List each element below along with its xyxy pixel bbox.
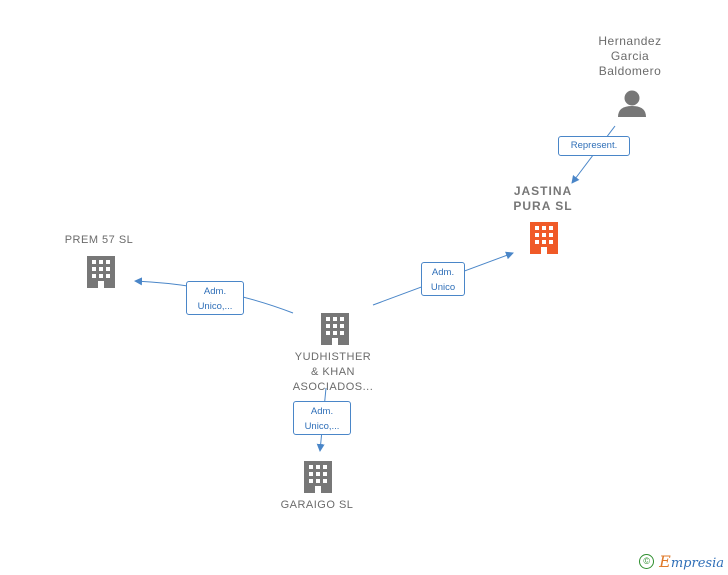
building-icon-prem[interactable]	[87, 256, 115, 288]
edge-label-adm-prem[interactable]: Adm. Unico,...	[186, 281, 244, 315]
node-label-jastina[interactable]: JASTINA PURA SL	[513, 184, 573, 213]
building-icon-garaigo[interactable]	[304, 461, 332, 493]
edge-label-adm-jastina[interactable]: Adm. Unico	[421, 262, 465, 296]
edge-label-represent[interactable]: Represent.	[558, 136, 630, 156]
node-label-yudhisther[interactable]: YUDHISTHER & KHAN ASOCIADOS...	[292, 351, 374, 393]
building-icon-yudhisther[interactable]	[321, 313, 349, 345]
copyright-icon: ©	[639, 554, 655, 569]
node-label-person[interactable]: Hernandez Garcia Baldomero	[598, 34, 662, 78]
node-label-garaigo[interactable]: GARAIGO SL	[280, 499, 354, 511]
footer-brand: © Empresia	[639, 552, 724, 571]
person-icon[interactable]	[618, 90, 646, 118]
building-icon-jastina[interactable]	[530, 222, 558, 254]
edge-label-adm-garaigo[interactable]: Adm. Unico,...	[293, 401, 351, 435]
brand-logo[interactable]: Empresia	[659, 552, 724, 571]
node-label-prem[interactable]: PREM 57 SL	[64, 234, 134, 246]
